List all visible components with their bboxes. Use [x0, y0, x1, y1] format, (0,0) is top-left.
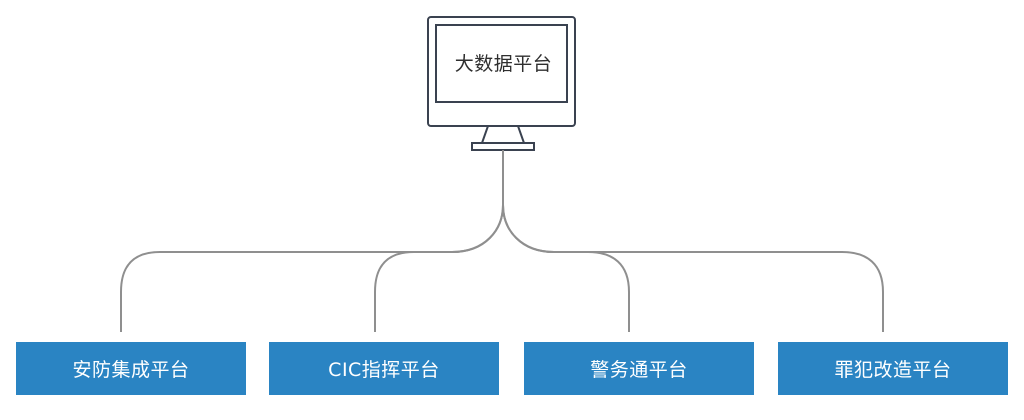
monitor-frame — [427, 16, 576, 127]
connector-lines — [120, 150, 884, 332]
platform-box-inmate-reform[interactable]: 罪犯改造平台 — [778, 342, 1008, 395]
monitor-base — [471, 142, 535, 151]
connector-to-platform-1 — [120, 204, 504, 332]
central-platform-label: 大数据平台 — [454, 52, 553, 75]
connector-to-platform-3 — [502, 204, 630, 332]
platform-box-cic-command[interactable]: CIC指挥平台 — [269, 342, 499, 395]
monitor-screen — [435, 24, 568, 103]
monitor-neck — [481, 125, 525, 144]
connector-to-platform-2 — [374, 204, 504, 332]
platform-box-security-integration[interactable]: 安防集成平台 — [16, 342, 246, 395]
monitor-icon — [427, 16, 576, 151]
platform-box-police-mobile[interactable]: 警务通平台 — [524, 342, 754, 395]
connector-to-platform-4 — [502, 204, 884, 332]
